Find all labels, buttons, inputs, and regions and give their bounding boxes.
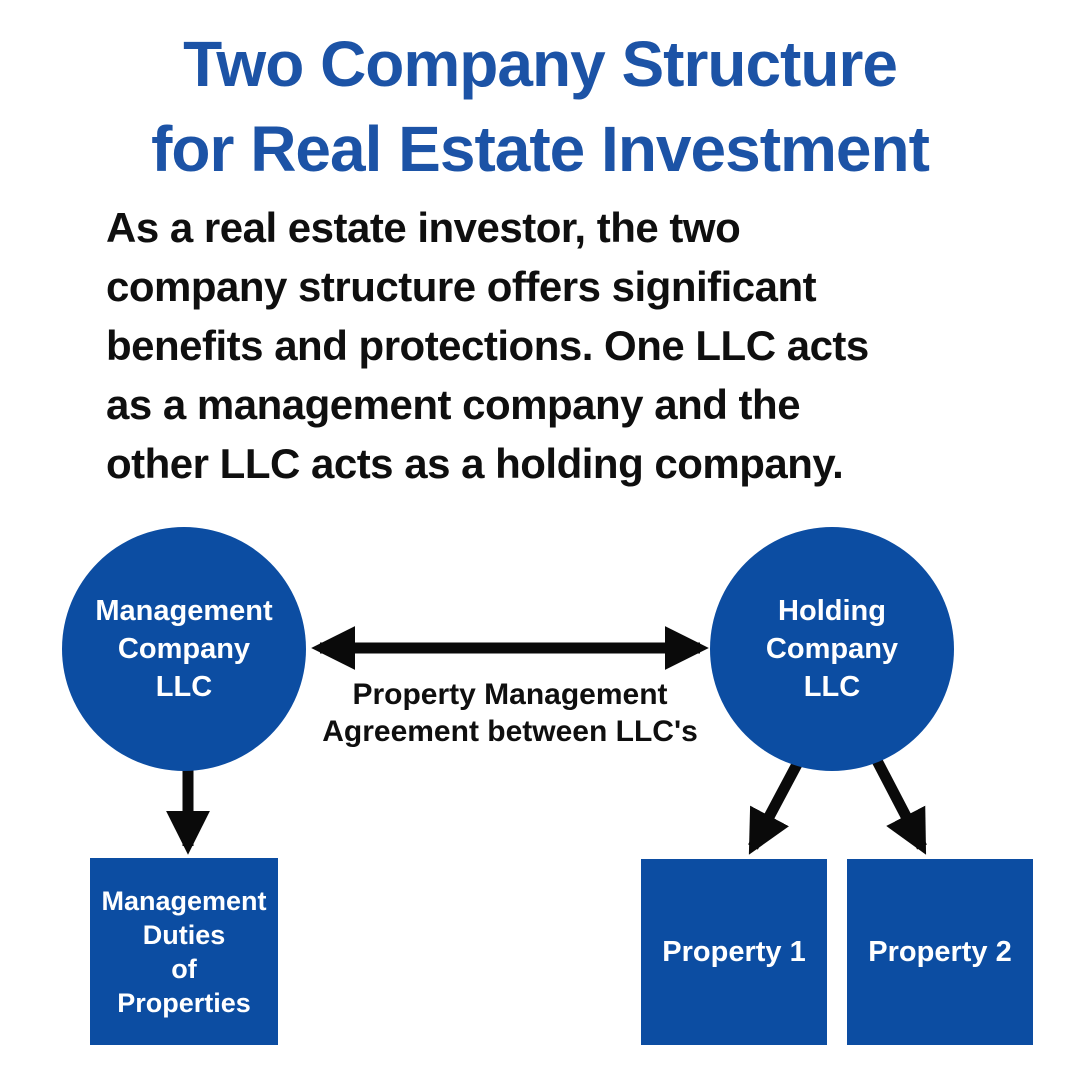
property-1-label: Property 1	[662, 936, 806, 968]
management-duties-label: Management Duties of Properties	[101, 885, 267, 1018]
intro-paragraph: As a real estate investor, the two compa…	[106, 204, 869, 487]
management-company-node: Management Company LLC	[62, 527, 306, 771]
property-2-label: Property 2	[868, 936, 1012, 968]
agreement-label: Property Management Agreement between LL…	[322, 678, 698, 748]
holding-company-node: Holding Company LLC	[710, 527, 954, 771]
property-1-box: Property 1	[641, 859, 827, 1045]
holding-property1-arrow	[748, 750, 808, 855]
page-title: Two Company Structure for Real Estate In…	[151, 28, 930, 185]
management-company-label: Management Company LLC	[95, 595, 273, 703]
holding-property2-arrow	[868, 750, 927, 855]
property-2-box: Property 2	[847, 859, 1033, 1045]
holding-company-label: Holding Company LLC	[765, 595, 899, 703]
management-duties-box: Management Duties of Properties	[90, 858, 278, 1045]
